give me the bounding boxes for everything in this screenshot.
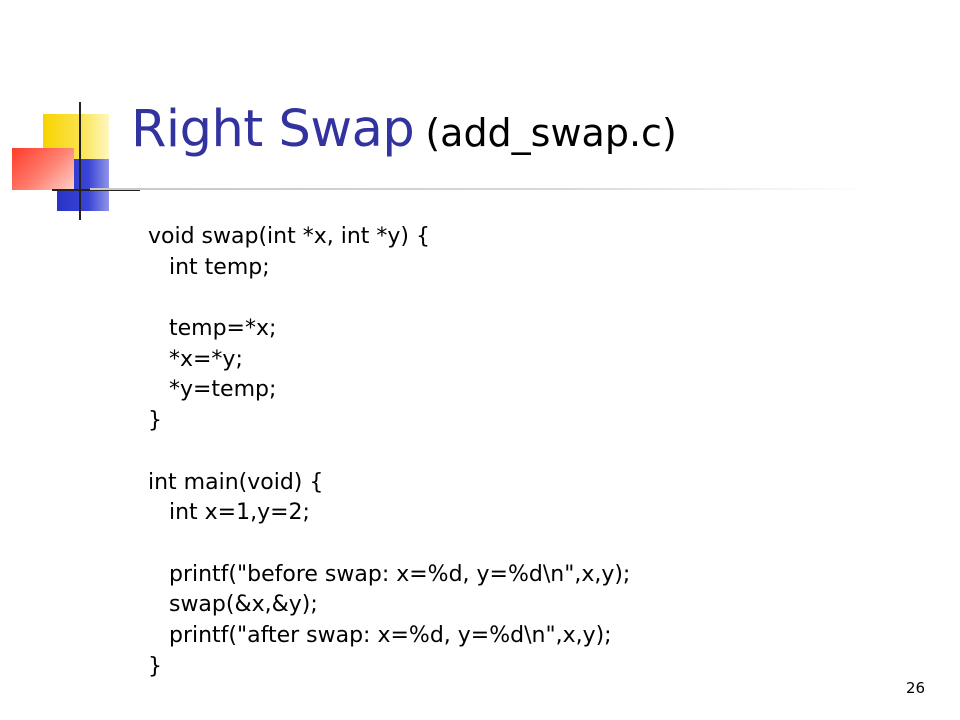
code-line: swap(&x,&y); — [148, 592, 318, 618]
title-filename: (add_swap.c) — [425, 111, 677, 155]
code-line: printf("after swap: x=%d, y=%d\n",x,y); — [148, 622, 612, 648]
code-line: } — [148, 408, 162, 434]
code-line: *x=*y; — [148, 346, 243, 372]
code-line: temp=*x; — [148, 316, 277, 342]
title-text: Right Swap — [131, 100, 415, 159]
page-number: 26 — [906, 679, 926, 697]
code-block: void swap(int *x, int *y) { int temp; te… — [148, 222, 630, 682]
code-line — [148, 529, 630, 560]
code-line: } — [148, 653, 162, 679]
code-line: *y=temp; — [148, 377, 277, 403]
slide-title: Right Swap (add_swap.c) — [131, 100, 677, 159]
code-line: int x=1,y=2; — [148, 500, 310, 526]
red-square-shape — [12, 148, 74, 190]
vertical-line-shape — [79, 102, 81, 220]
decorative-logo — [0, 0, 140, 240]
code-line: int main(void) { — [148, 469, 324, 495]
code-line: void swap(int *x, int *y) { — [148, 224, 430, 249]
code-line — [148, 283, 630, 314]
title-underline — [90, 188, 870, 190]
code-line: int temp; — [148, 254, 270, 280]
code-line — [148, 437, 630, 468]
code-line: printf("before swap: x=%d, y=%d\n",x,y); — [148, 561, 631, 587]
horizontal-line-shape — [52, 189, 140, 191]
